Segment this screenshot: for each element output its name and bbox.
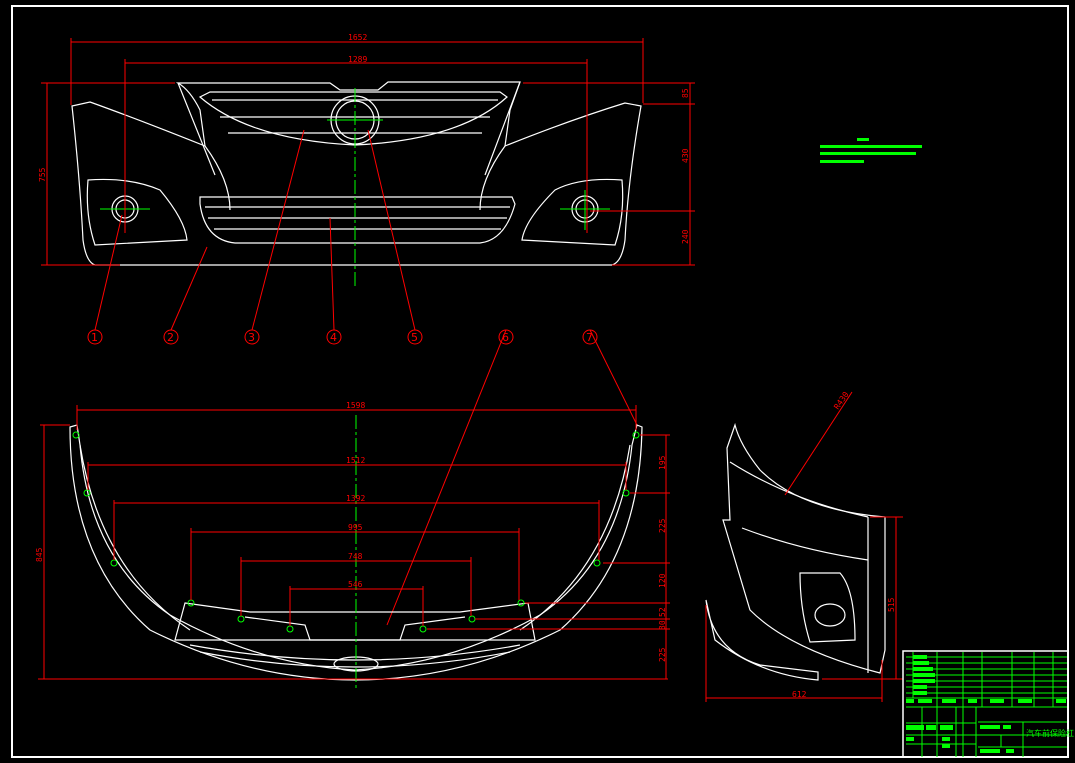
dim-120: 120 xyxy=(658,573,667,588)
dim-225-lower: 225 xyxy=(658,647,667,662)
dim-1289: 1289 xyxy=(348,55,367,64)
part-balloons: 1 2 3 4 5 6 7 xyxy=(87,129,638,626)
svg-text:6: 6 xyxy=(502,331,509,344)
dim-1652: 1652 xyxy=(348,33,367,42)
balloon-6: 6 xyxy=(498,329,514,345)
dim-1392: 1392 xyxy=(346,494,365,503)
svg-text:3: 3 xyxy=(248,331,255,344)
svg-text:5: 5 xyxy=(411,331,418,344)
svg-text:1: 1 xyxy=(91,331,98,344)
svg-text:7: 7 xyxy=(586,331,593,344)
dim-430: 430 xyxy=(681,148,690,163)
dim-195: 195 xyxy=(658,455,667,470)
front-view: 1652 1289 755 85 430 240 xyxy=(38,33,695,288)
balloon-4: 4 xyxy=(326,329,342,345)
balloon-7: 7 xyxy=(582,329,598,345)
svg-text:4: 4 xyxy=(330,331,337,344)
side-view: R430 515 612 xyxy=(705,390,903,702)
dim-1598: 1598 xyxy=(346,401,365,410)
dim-546: 546 xyxy=(348,580,363,589)
dim-30: 30 xyxy=(658,620,667,630)
dim-748: 748 xyxy=(348,552,363,561)
svg-text:2: 2 xyxy=(167,331,174,344)
dim-1512: 1512 xyxy=(346,456,365,465)
balloon-3: 3 xyxy=(244,329,260,345)
dim-612: 612 xyxy=(792,690,807,699)
dim-515: 515 xyxy=(887,597,896,612)
balloon-5: 5 xyxy=(407,329,423,345)
balloon-1: 1 xyxy=(87,329,103,345)
title-block: 汽车前保险杠 xyxy=(902,650,1074,758)
dim-995: 995 xyxy=(348,523,363,532)
dim-52: 52 xyxy=(658,607,667,617)
dim-R430: R430 xyxy=(832,390,851,411)
dim-845: 845 xyxy=(35,547,44,562)
dim-85: 85 xyxy=(681,88,690,98)
dim-225-upper: 225 xyxy=(658,518,667,533)
balloon-2: 2 xyxy=(163,329,179,345)
drawing-title: 汽车前保险杠 xyxy=(1026,728,1074,738)
dim-755: 755 xyxy=(38,167,47,182)
technical-notes xyxy=(820,138,922,163)
drawing-border xyxy=(11,5,1069,758)
dim-240: 240 xyxy=(681,229,690,244)
top-view: 1598 1512 1392 995 748 546 845 195 225 1… xyxy=(35,401,670,690)
